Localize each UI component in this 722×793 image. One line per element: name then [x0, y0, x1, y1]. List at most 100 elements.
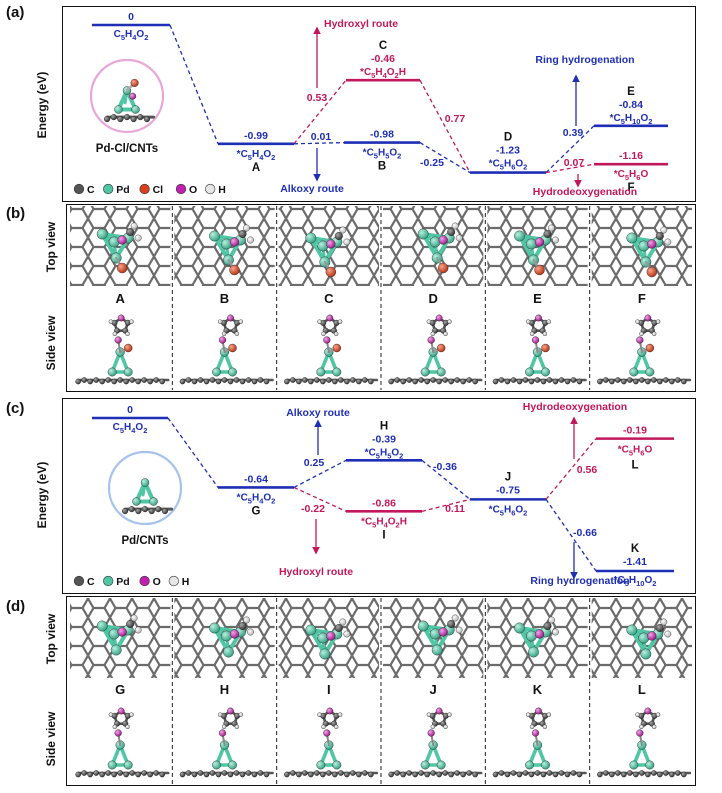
atom-h: [451, 222, 459, 230]
atom-c-base: [117, 770, 123, 776]
atom-c-base: [338, 770, 344, 776]
atom-h: [134, 234, 142, 242]
atom-h: [129, 712, 134, 717]
atom-c-base: [137, 114, 144, 121]
atom-h: [664, 630, 672, 638]
atom-h: [426, 712, 432, 717]
catalyst-label-a: Pd-Cl/CNTs: [96, 143, 158, 155]
atom-c-base: [394, 770, 400, 776]
atom-h: [455, 234, 463, 242]
atom-c-base: [442, 770, 448, 776]
atom-h: [525, 712, 531, 717]
atom-c-base: [263, 771, 270, 778]
atom-c-base: [185, 770, 192, 776]
structure-label-C: C: [324, 291, 334, 306]
atom-pd: [514, 622, 525, 634]
atom-c-base: [400, 378, 406, 385]
atom-o: [114, 729, 122, 737]
atom-c-base: [227, 378, 234, 385]
structure-cell-D: D: [383, 206, 484, 385]
atom-c-base: [430, 377, 436, 383]
atom-pd: [629, 760, 639, 770]
atom-pd: [525, 760, 534, 770]
barrier-G_I-c: -0.22: [301, 503, 325, 515]
atom-c-base: [75, 771, 81, 778]
atom-c-base: [233, 770, 240, 776]
atom-c-base: [657, 771, 663, 778]
atom-pd: [212, 760, 221, 770]
atom-c: [334, 231, 343, 240]
atom-h: [238, 712, 244, 717]
atom-h: [112, 331, 117, 336]
state-letter-E-a: E: [627, 86, 635, 98]
atom-c-base: [245, 770, 252, 776]
atom-c-base: [308, 378, 314, 385]
atom-c-base: [454, 770, 460, 776]
atom-c-base: [263, 378, 270, 385]
atom-h: [339, 618, 347, 626]
formula-F-a: *C5​H6​O: [614, 169, 649, 182]
atom-c-base: [129, 377, 135, 383]
atom-h: [243, 224, 250, 232]
route-label-hydroxyl-c: Hydroxyl route: [279, 566, 353, 578]
barrier-A_B-a: 0.01: [311, 131, 332, 143]
energy-value-K-c: -1.41: [623, 556, 647, 568]
atom-pd: [645, 367, 655, 377]
adsorbate-top-view-G: [96, 614, 142, 656]
atom-pd: [316, 760, 326, 770]
atom-cl: [541, 343, 550, 353]
atom-c-base: [546, 377, 553, 383]
connector-J-K-c: [545, 499, 597, 572]
legend-swatch-C-a: [73, 183, 85, 195]
graphene-top-view-G: [70, 598, 171, 678]
atom-c-base: [93, 770, 99, 776]
state-letter-J-c: J: [505, 471, 511, 483]
atom-c-base: [332, 378, 338, 385]
atom-c-base: [460, 771, 466, 778]
atom-cl: [534, 264, 545, 276]
atom-o: [129, 92, 137, 100]
structure-label-B: B: [220, 291, 229, 306]
atom-pd: [108, 628, 120, 640]
state-letter-F-a: F: [627, 182, 634, 194]
structure-cell-H: H: [174, 598, 275, 778]
atom-pd: [110, 644, 122, 656]
atom-c-base: [645, 771, 651, 778]
formula-A-a: *C5​H4​O2​: [237, 149, 276, 162]
atom-c-base: [155, 506, 162, 513]
atom-c-base: [203, 771, 210, 778]
atom-c: [447, 227, 456, 236]
atom-c-base: [368, 771, 374, 778]
panel-c: [62, 398, 696, 594]
atom-c-base: [430, 770, 436, 776]
formula-D-a: *C5​H6​O2​: [489, 159, 528, 172]
atom-pd: [228, 367, 237, 377]
atom-c-base: [159, 378, 165, 385]
atom-o: [534, 629, 545, 639]
atom-h: [552, 628, 559, 636]
legend-swatch-C-c: [73, 575, 85, 587]
atom-c: [655, 624, 664, 633]
atom-c-base: [436, 771, 442, 778]
atom-c: [238, 229, 247, 238]
atom-c-base: [472, 378, 478, 385]
atom-c-base: [221, 377, 228, 383]
state-letter-D-a: D: [504, 132, 512, 144]
atom-h: [546, 712, 552, 717]
atom-c-base: [99, 771, 105, 778]
atom-c-base: [356, 771, 362, 778]
energy-value-I-c: -0.86: [372, 497, 396, 509]
atom-o: [323, 729, 331, 737]
atom-c-base: [633, 378, 639, 385]
atom-o: [531, 336, 540, 344]
state-letter-H-c: H: [380, 420, 388, 432]
atom-c-base: [215, 378, 222, 385]
atom-pd: [431, 644, 443, 656]
legend-label-Pd-a: Pd: [116, 184, 129, 196]
structure-cell-F: F: [591, 206, 692, 385]
atom-c-base: [564, 378, 571, 385]
atom-h: [125, 331, 130, 336]
adsorbate-side-view-B: [212, 314, 244, 377]
